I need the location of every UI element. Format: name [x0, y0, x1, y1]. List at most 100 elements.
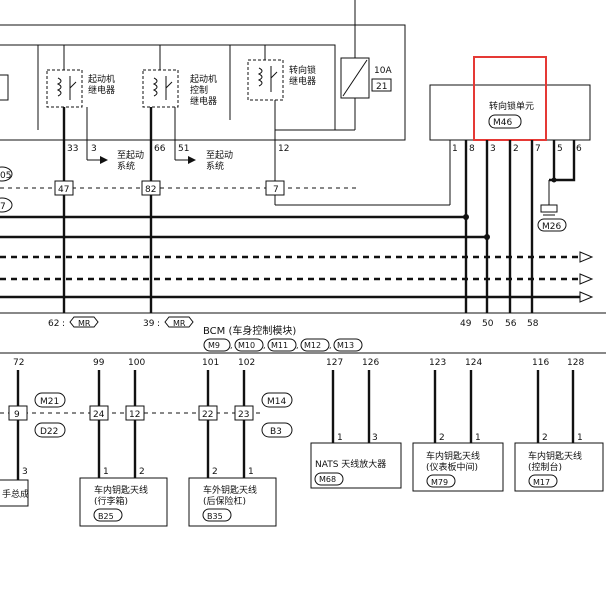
partial-component-label: 手总成	[2, 488, 29, 500]
svg-text:M9: M9	[208, 341, 220, 350]
svg-text:车内钥匙天线(仪表板中间): 车内钥匙天线(仪表板中间)	[426, 450, 480, 473]
svg-text:M17: M17	[533, 478, 550, 487]
svg-text:1: 1	[577, 433, 583, 443]
antenna-trunk: 1 2 车内钥匙天线(行李箱) B25	[79, 467, 168, 527]
pin-33: 33	[67, 144, 78, 154]
svg-text:126: 126	[362, 358, 379, 368]
mr-tag-62: MR	[78, 319, 91, 328]
svg-text:9: 9	[14, 410, 20, 420]
bus-lines	[0, 214, 594, 303]
mr-tag-39: MR	[173, 319, 186, 328]
pin-51: 51	[178, 144, 189, 154]
bcm-codes: M9 , M10 , M11 , M12 , M13	[203, 338, 363, 352]
left-ref-7: 7	[0, 202, 6, 212]
starter-ctrl-relay-icon	[142, 45, 179, 108]
svg-text:12: 12	[129, 410, 140, 420]
pin-66: 66	[154, 144, 166, 154]
svg-text:2: 2	[513, 144, 519, 154]
fuse-label: 10A	[374, 66, 392, 76]
antenna-dash-center: 2 1 车内钥匙天线(仪表板中间) M79	[412, 433, 504, 492]
svg-text:5: 5	[557, 144, 563, 154]
pin-3-left: 3	[22, 467, 28, 477]
svg-text:M79: M79	[431, 478, 448, 487]
antenna-rear-bumper: 2 1 车外钥匙天线(后保险杠) B35	[188, 467, 277, 527]
bus-pin-58: 58	[527, 319, 539, 329]
left-code-badges: M21 D22	[34, 392, 66, 438]
starter-relay-label: 起动机继电器	[88, 73, 115, 96]
svg-text:车内钥匙天线(行李箱): 车内钥匙天线(行李箱)	[94, 484, 148, 507]
ground-icon	[540, 204, 558, 216]
svg-text:B25: B25	[98, 512, 114, 521]
steering-unit-code: M46	[493, 118, 512, 128]
ground-code: M26	[542, 222, 561, 232]
steering-lock-relay-label: 转向锁继电器	[289, 64, 316, 87]
pin-3: 3	[91, 144, 97, 154]
svg-text:102: 102	[238, 358, 255, 368]
pin-12: 12	[278, 144, 289, 154]
svg-text::: :	[62, 319, 65, 329]
svg-text:M11: M11	[271, 341, 288, 350]
nats-amplifier: 1 3 NATS 天线放大器 M68	[310, 433, 402, 489]
junction-7: 7	[273, 185, 279, 195]
svg-text:127: 127	[326, 358, 343, 368]
antenna-console: 2 1 车内钥匙天线(控制台) M17	[514, 433, 604, 492]
svg-text:2: 2	[212, 467, 218, 477]
svg-text:B3: B3	[270, 427, 282, 437]
svg-text:7: 7	[535, 144, 541, 154]
top-wires	[62, 100, 450, 313]
junction-82: 82	[145, 185, 156, 195]
to-start-system-2: 至起动系统	[206, 150, 233, 172]
svg-text:2: 2	[542, 433, 548, 443]
mr-ref-62: 62	[48, 319, 59, 329]
svg-text:3: 3	[490, 144, 496, 154]
svg-text:M13: M13	[337, 341, 354, 350]
bus-pin-50: 50	[482, 319, 494, 329]
svg-text:8: 8	[469, 144, 475, 154]
svg-text:车内钥匙天线(控制台): 车内钥匙天线(控制台)	[528, 450, 582, 473]
svg-text:99: 99	[93, 358, 105, 368]
steering-lock-unit: 转向锁单元 M46	[429, 56, 591, 141]
svg-text:2: 2	[439, 433, 445, 443]
svg-text:B35: B35	[207, 512, 223, 521]
svg-text:123: 123	[429, 358, 446, 368]
svg-text:,: ,	[329, 341, 332, 350]
svg-text:116: 116	[532, 358, 549, 368]
svg-text:车外钥匙天线(后保险杠): 车外钥匙天线(后保险杠)	[203, 484, 257, 507]
left-ref-05: 05	[0, 171, 11, 181]
bcm-pin-labels: 72 99 100 101 102 127 126 123 124 116 12…	[13, 358, 584, 368]
svg-text:M14: M14	[267, 397, 286, 407]
svg-text::: :	[157, 319, 160, 329]
starter-ctrl-relay-label: 起动机控制继电器	[190, 73, 217, 107]
svg-text:1: 1	[475, 433, 481, 443]
fuse-number: 21	[376, 82, 387, 92]
svg-text:1: 1	[337, 433, 343, 443]
svg-text:124: 124	[465, 358, 482, 368]
svg-text:22: 22	[202, 410, 213, 420]
steering-unit-pins: 1 8 3 2 7 5 6	[452, 144, 582, 154]
svg-text:M68: M68	[319, 475, 336, 484]
svg-text:,: ,	[263, 341, 266, 350]
svg-text:1: 1	[248, 467, 254, 477]
svg-text:D22: D22	[40, 427, 58, 437]
bus-pin-56: 56	[505, 319, 517, 329]
svg-text:100: 100	[128, 358, 145, 368]
mr-ref-39: 39	[143, 319, 155, 329]
svg-text:1: 1	[103, 467, 109, 477]
svg-text:23: 23	[238, 410, 249, 420]
bcm-title: BCM (车身控制模块)	[203, 324, 296, 337]
svg-text:M12: M12	[304, 341, 321, 350]
starter-relay-icon	[46, 45, 83, 108]
bus-pin-49: 49	[460, 319, 472, 329]
relay-box: 10A 21 起动机继电器 起动机控制继电器	[0, 0, 406, 141]
svg-text:NATS 天线放大器: NATS 天线放大器	[315, 458, 386, 470]
svg-text:6: 6	[576, 144, 582, 154]
to-start-system-1: 至起动系统	[117, 150, 144, 172]
steering-unit-title: 转向锁单元	[489, 100, 534, 112]
svg-text:24: 24	[93, 410, 105, 420]
junction-47: 47	[58, 185, 69, 195]
svg-text:,: ,	[230, 341, 233, 350]
svg-text:M10: M10	[238, 341, 255, 350]
svg-text:1: 1	[452, 144, 458, 154]
svg-text:2: 2	[139, 467, 145, 477]
